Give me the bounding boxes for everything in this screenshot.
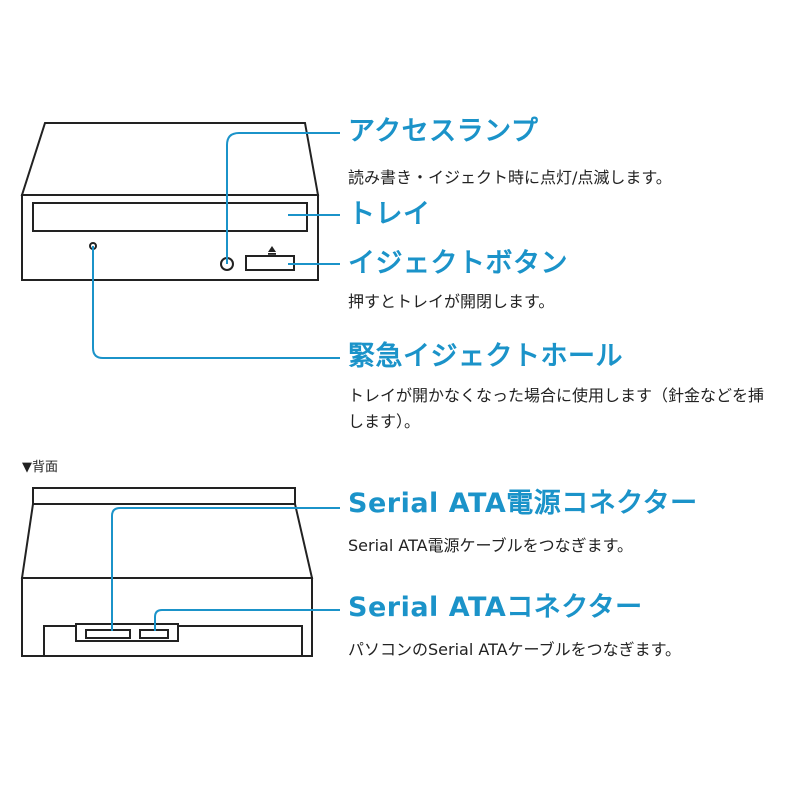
rear-back-face: [21, 577, 313, 657]
rear-top-face: [20, 503, 314, 579]
rear-section-label: ▼背面: [22, 460, 58, 475]
callout-sata-power: [111, 507, 340, 631]
callout-access-lamp: [226, 132, 340, 264]
label-access-lamp-desc: 読み書き・イジェクト時に点灯/点滅します。: [348, 168, 672, 187]
label-sata-power-title: Serial ATA電源コネクター: [348, 488, 698, 519]
rear-top-edge: [32, 487, 296, 505]
callout-sata-data: [154, 609, 340, 631]
sata-data-connector: [139, 629, 169, 639]
label-sata-data-desc: パソコンのSerial ATAケーブルをつなぎます。: [348, 640, 681, 659]
front-drive: [20, 122, 320, 281]
label-access-lamp-title: アクセスランプ: [348, 116, 539, 147]
drive-tray: [32, 202, 308, 232]
label-sata-data-title: Serial ATAコネクター: [348, 592, 643, 623]
sata-power-connector: [85, 629, 131, 639]
rear-callouts: [111, 507, 340, 631]
label-eject-button-desc: 押すとトレイが開閉します。: [348, 292, 555, 311]
eject-icon: [268, 246, 276, 255]
label-tray-title: トレイ: [348, 199, 431, 230]
callout-emergency-eject: [92, 246, 340, 359]
rear-drive: [20, 487, 314, 657]
label-sata-power-desc: Serial ATA電源ケーブルをつなぎます。: [348, 536, 633, 555]
label-emergency-eject-title: 緊急イジェクトホール: [348, 341, 623, 372]
eject-button: [245, 255, 295, 271]
label-emergency-eject-desc: トレイが開かなくなった場合に使用します（針金などを挿します）。: [348, 386, 765, 431]
front-callouts: [92, 132, 340, 359]
label-eject-button-title: イジェクトボタン: [348, 248, 568, 279]
